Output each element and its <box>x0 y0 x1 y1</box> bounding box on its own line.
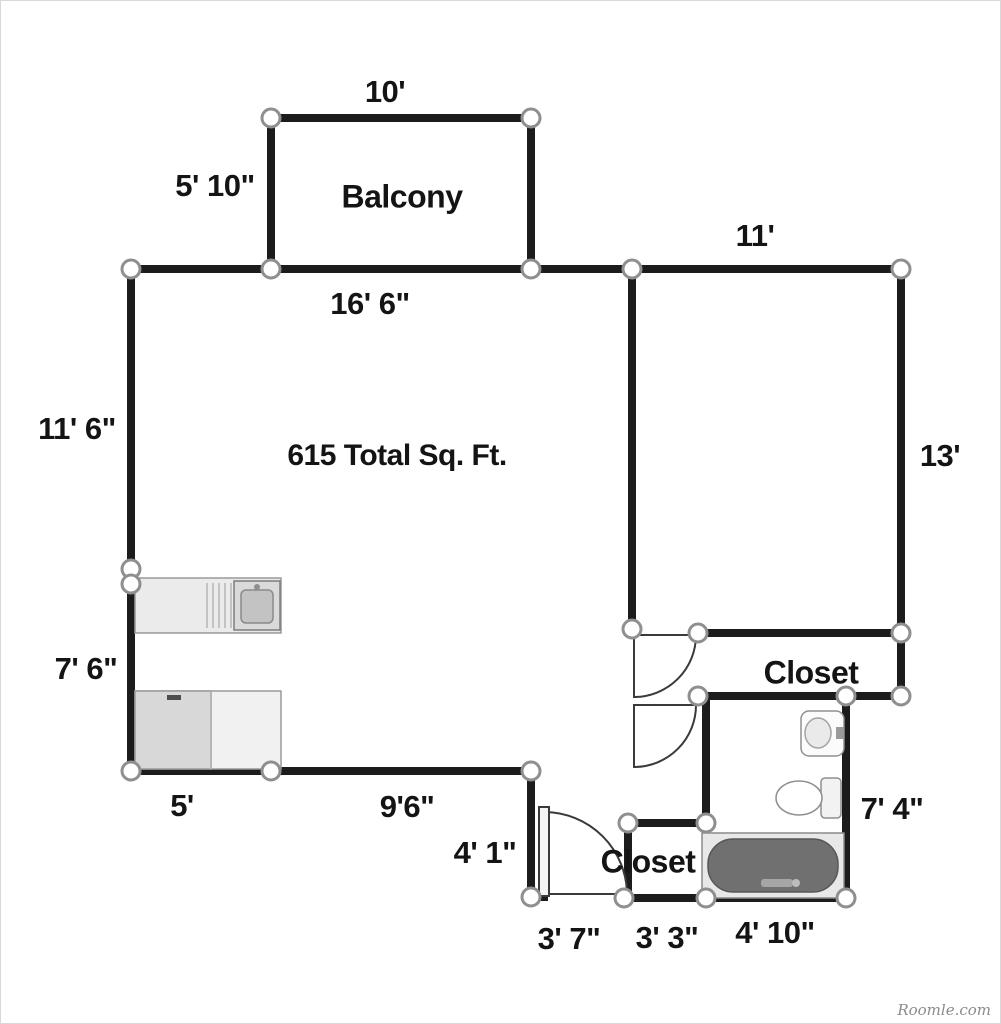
dim-entry-side: 4' 1" <box>453 835 517 870</box>
wall-nodes <box>120 107 912 909</box>
stove <box>134 690 212 770</box>
dim-living-bottom: 9'6" <box>379 789 435 824</box>
dim-bottom-left: 5' <box>170 788 194 823</box>
dim-entry-door: 3' 7" <box>537 921 601 956</box>
sink-faucet <box>836 727 844 739</box>
kitchen-appliances <box>134 690 282 770</box>
dim-balcony-width: 10' <box>364 74 406 109</box>
drainboard-stripes <box>206 583 232 628</box>
toilet-bowl <box>775 780 823 816</box>
kitchen-counter <box>134 577 282 634</box>
dim-bathroom-right: 7' 4" <box>860 791 924 826</box>
room-label-closet-bottom: Closet <box>600 843 696 880</box>
hall-door-swing <box>633 704 698 769</box>
bathtub-faucet <box>761 879 793 887</box>
dim-balcony-depth: 5' 10" <box>175 168 255 203</box>
walls <box>127 114 905 902</box>
dim-living-left-upper: 11' 6" <box>38 411 116 446</box>
bathroom-sink <box>800 710 845 757</box>
total-area-label: 615 Total Sq. Ft. <box>287 439 507 472</box>
bedroom-door-swing <box>633 634 698 699</box>
room-label-closet-right: Closet <box>763 654 859 691</box>
door-swings <box>538 634 698 897</box>
dim-closet-bottom-width: 3' 3" <box>635 920 699 955</box>
watermark: Roomle.com <box>897 1001 991 1019</box>
room-label-balcony: Balcony <box>341 178 463 215</box>
dim-bathroom-bottom: 4' 10" <box>735 915 815 950</box>
bathtub <box>701 832 845 899</box>
entry-door-leaf <box>538 806 550 897</box>
toilet-tank <box>820 777 842 819</box>
toilet <box>775 777 842 819</box>
dim-living-top: 16' 6" <box>330 286 410 321</box>
dim-bedroom-right: 13' <box>919 438 961 473</box>
kitchen-sink <box>233 580 281 631</box>
dim-living-left-lower: 7' 6" <box>54 651 118 686</box>
dim-bedroom-top: 11' <box>735 218 775 253</box>
